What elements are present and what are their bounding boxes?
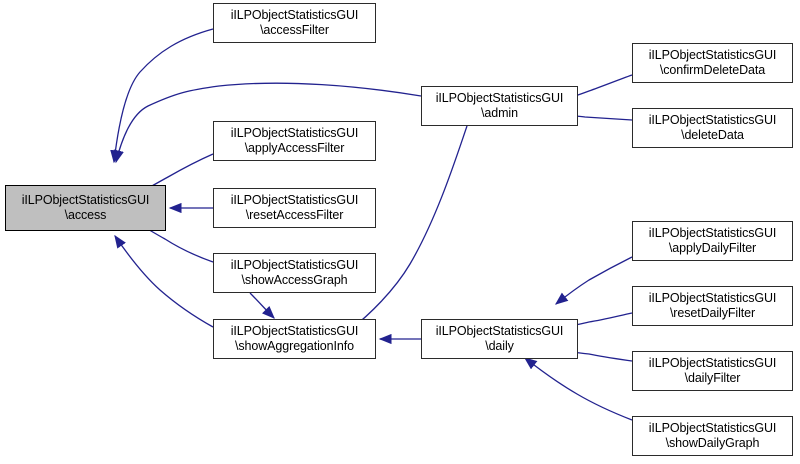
node-member-label: \applyDailyFilter: [668, 241, 757, 255]
node-class-label: iILPObjectStatisticsGUI: [648, 226, 777, 240]
edge-applyDailyFilter-to-daily: [554, 256, 633, 305]
node-class-label: iILPObjectStatisticsGUI: [230, 126, 359, 140]
node-applyAccessFilter[interactable]: iILPObjectStatisticsGUI\applyAccessFilte…: [213, 121, 376, 161]
node-daily[interactable]: iILPObjectStatisticsGUI\daily: [421, 319, 578, 359]
node-showAggregationInfo[interactable]: iILPObjectStatisticsGUI\showAggregationI…: [213, 319, 376, 359]
node-class-label: iILPObjectStatisticsGUI: [648, 356, 777, 370]
node-member-label: \deleteData: [681, 128, 744, 142]
node-member-label: \dailyFilter: [684, 371, 741, 385]
node-member-label: \confirmDeleteData: [659, 63, 766, 77]
node-applyDailyFilter[interactable]: iILPObjectStatisticsGUI\applyDailyFilter: [632, 221, 793, 261]
node-member-label: \daily: [485, 339, 514, 353]
edge-showDailyGraph-to-daily: [523, 357, 633, 421]
node-member-label: \showDailyGraph: [665, 436, 760, 450]
node-class-label: iILPObjectStatisticsGUI: [435, 91, 564, 105]
node-member-label: \resetDailyFilter: [669, 306, 756, 320]
node-dailyFilter[interactable]: iILPObjectStatisticsGUI\dailyFilter: [632, 351, 793, 391]
node-showAccessGraph[interactable]: iILPObjectStatisticsGUI\showAccessGraph: [213, 253, 376, 293]
node-access[interactable]: iILPObjectStatisticsGUI\access: [5, 185, 166, 231]
node-admin[interactable]: iILPObjectStatisticsGUI\admin: [421, 86, 578, 126]
node-deleteData[interactable]: iILPObjectStatisticsGUI\deleteData: [632, 108, 793, 148]
node-member-label: \showAggregationInfo: [235, 339, 354, 353]
node-member-label: \accessFilter: [260, 23, 329, 37]
node-showDailyGraph[interactable]: iILPObjectStatisticsGUI\showDailyGraph: [632, 416, 793, 456]
node-class-label: iILPObjectStatisticsGUI: [230, 193, 359, 207]
node-member-label: \showAccessGraph: [241, 273, 348, 287]
node-resetDailyFilter[interactable]: iILPObjectStatisticsGUI\resetDailyFilter: [632, 286, 793, 326]
node-member-label: \access: [64, 208, 107, 222]
edge-showAccessGraph-to-showAggregationInfo: [249, 292, 275, 319]
node-resetAccessFilter[interactable]: iILPObjectStatisticsGUI\resetAccessFilte…: [213, 188, 376, 228]
node-class-label: iILPObjectStatisticsGUI: [648, 291, 777, 305]
edge-accessFilter-to-access: [110, 28, 214, 164]
node-class-label: iILPObjectStatisticsGUI: [230, 8, 359, 22]
node-accessFilter[interactable]: iILPObjectStatisticsGUI\accessFilter: [213, 3, 376, 43]
node-class-label: iILPObjectStatisticsGUI: [648, 48, 777, 62]
node-member-label: \applyAccessFilter: [244, 141, 345, 155]
node-class-label: iILPObjectStatisticsGUI: [230, 324, 359, 338]
node-confirmDeleteData[interactable]: iILPObjectStatisticsGUI\confirmDeleteDat…: [632, 43, 793, 83]
node-class-label: iILPObjectStatisticsGUI: [648, 113, 777, 127]
node-class-label: iILPObjectStatisticsGUI: [435, 324, 564, 338]
edge-showAggregationInfo-to-access: [114, 234, 214, 328]
node-class-label: iILPObjectStatisticsGUI: [21, 193, 150, 207]
node-member-label: \resetAccessFilter: [245, 208, 344, 222]
node-class-label: iILPObjectStatisticsGUI: [648, 421, 777, 435]
node-class-label: iILPObjectStatisticsGUI: [230, 258, 359, 272]
node-member-label: \admin: [481, 106, 518, 120]
